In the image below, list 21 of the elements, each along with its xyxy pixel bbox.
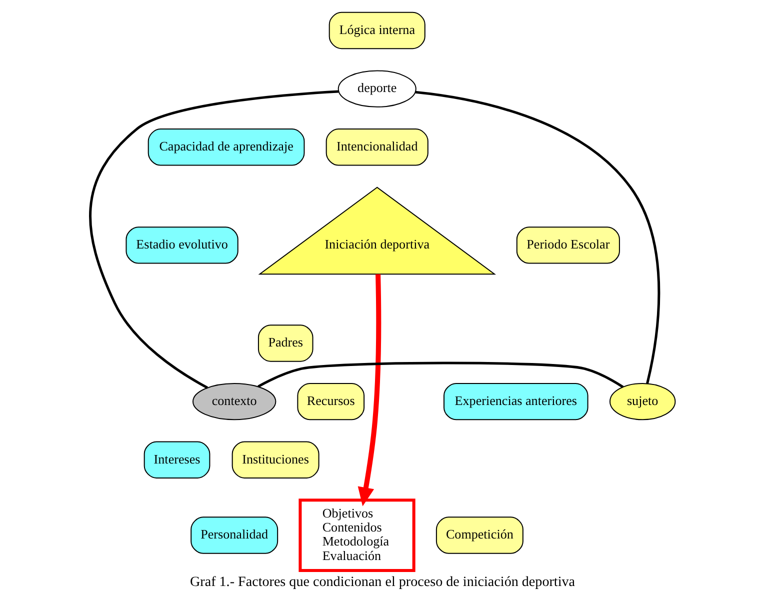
node-box: Intereses — [143, 441, 210, 478]
node-box: Capacidad de aprendizaje — [147, 128, 304, 166]
node-box: Padres — [257, 324, 313, 362]
node-box: Objetivos Contenidos Metodología Evaluación — [298, 498, 415, 572]
connector — [414, 90, 660, 384]
node-box: Estadio evolutivo — [125, 226, 238, 264]
node-box: Recursos — [296, 382, 364, 420]
node-box: Lógica interna — [328, 12, 425, 50]
connector — [257, 362, 624, 388]
node-ellipse: deporte — [337, 70, 416, 108]
node-box: Personalidad — [190, 516, 278, 554]
arrow — [357, 274, 381, 506]
node-box: Competición — [435, 516, 523, 554]
connector — [88, 90, 338, 389]
node-box: Experiencias anteriores — [443, 382, 588, 420]
node-ellipse: sujeto — [608, 382, 676, 420]
node-box: Intencionalidad — [325, 128, 428, 166]
caption: Graf 1.- Factores que condicionan el proceso de iniciación deportiva — [189, 574, 575, 590]
node-box: Instituciones — [231, 441, 319, 478]
node-ellipse: contexto — [192, 382, 276, 420]
node-box: Periodo Escolar — [516, 226, 620, 264]
